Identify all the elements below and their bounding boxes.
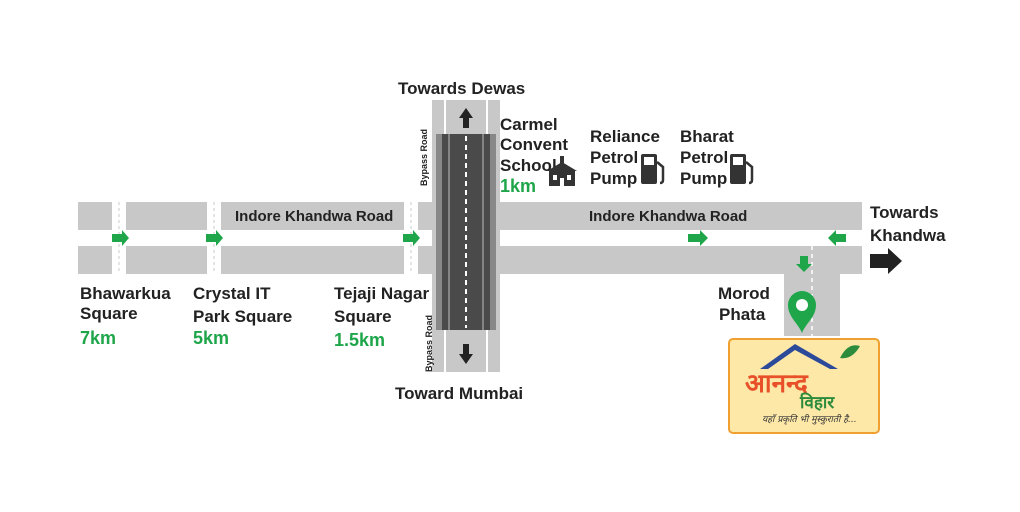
morod-line1: Morod (718, 284, 770, 303)
tejaji-distance: 1.5km (334, 330, 385, 350)
direction-east-line1: Towards (870, 203, 939, 222)
bharat-line3: Pump (680, 169, 727, 188)
direction-south: Toward Mumbai (395, 384, 523, 403)
brand-sign: आनन्द विहार यहाँ प्रकृति भी मुस्कुराती ह… (728, 338, 880, 434)
arrow-right-icon (403, 230, 420, 246)
bhawarkua-distance: 7km (80, 328, 116, 348)
crystal-line1: Crystal IT (193, 284, 271, 303)
arrow-down-icon (459, 344, 473, 364)
arrow-up-icon (459, 108, 473, 128)
arrow-right-icon (206, 230, 223, 246)
crystal-distance: 5km (193, 328, 229, 348)
crystal-line2: Park Square (193, 307, 292, 326)
leaf-icon (840, 345, 860, 359)
arrow-right-icon (688, 230, 708, 246)
road-label-left: Indore Khandwa Road (235, 208, 393, 225)
arrow-right-icon (870, 248, 902, 274)
fuel-pump-icon (730, 154, 754, 185)
bypass-flyover (432, 100, 500, 372)
tejaji-line1: Tejaji Nagar (334, 284, 429, 303)
bhawarkua-line1: Bhawarkua (80, 284, 171, 303)
school-icon (547, 156, 577, 186)
bypass-label-bottom: Bypass Road (424, 315, 434, 372)
reliance-line2: Petrol (590, 148, 638, 167)
carmel-line3: School (500, 156, 557, 175)
traffic-arrows (112, 230, 846, 272)
reliance-line3: Pump (590, 169, 637, 188)
arrow-left-icon (828, 230, 846, 246)
fuel-pump-icon (641, 154, 665, 185)
carmel-line1: Carmel (500, 115, 558, 134)
reliance-line1: Reliance (590, 127, 660, 146)
carmel-line2: Convent (500, 135, 568, 154)
bhawarkua-line2: Square (80, 304, 138, 323)
roof-logo (760, 344, 838, 369)
arrow-down-icon (796, 256, 812, 272)
tejaji-line2: Square (334, 307, 392, 326)
brand-name: आनन्द (745, 369, 809, 399)
bypass-label-top: Bypass Road (419, 129, 429, 186)
direction-north: Towards Dewas (398, 79, 525, 98)
carmel-distance: 1km (500, 176, 536, 196)
bharat-line2: Petrol (680, 148, 728, 167)
brand-subname: विहार (799, 392, 835, 413)
arrow-right-icon (112, 230, 129, 246)
location-pin-icon (788, 291, 816, 333)
morod-line2: Phata (719, 305, 766, 324)
direction-east-line2: Khandwa (870, 226, 946, 245)
brand-tagline: यहाँ प्रकृति भी मुस्कुराती है... (762, 413, 857, 425)
road-label-right: Indore Khandwa Road (589, 208, 747, 225)
bharat-line1: Bharat (680, 127, 734, 146)
